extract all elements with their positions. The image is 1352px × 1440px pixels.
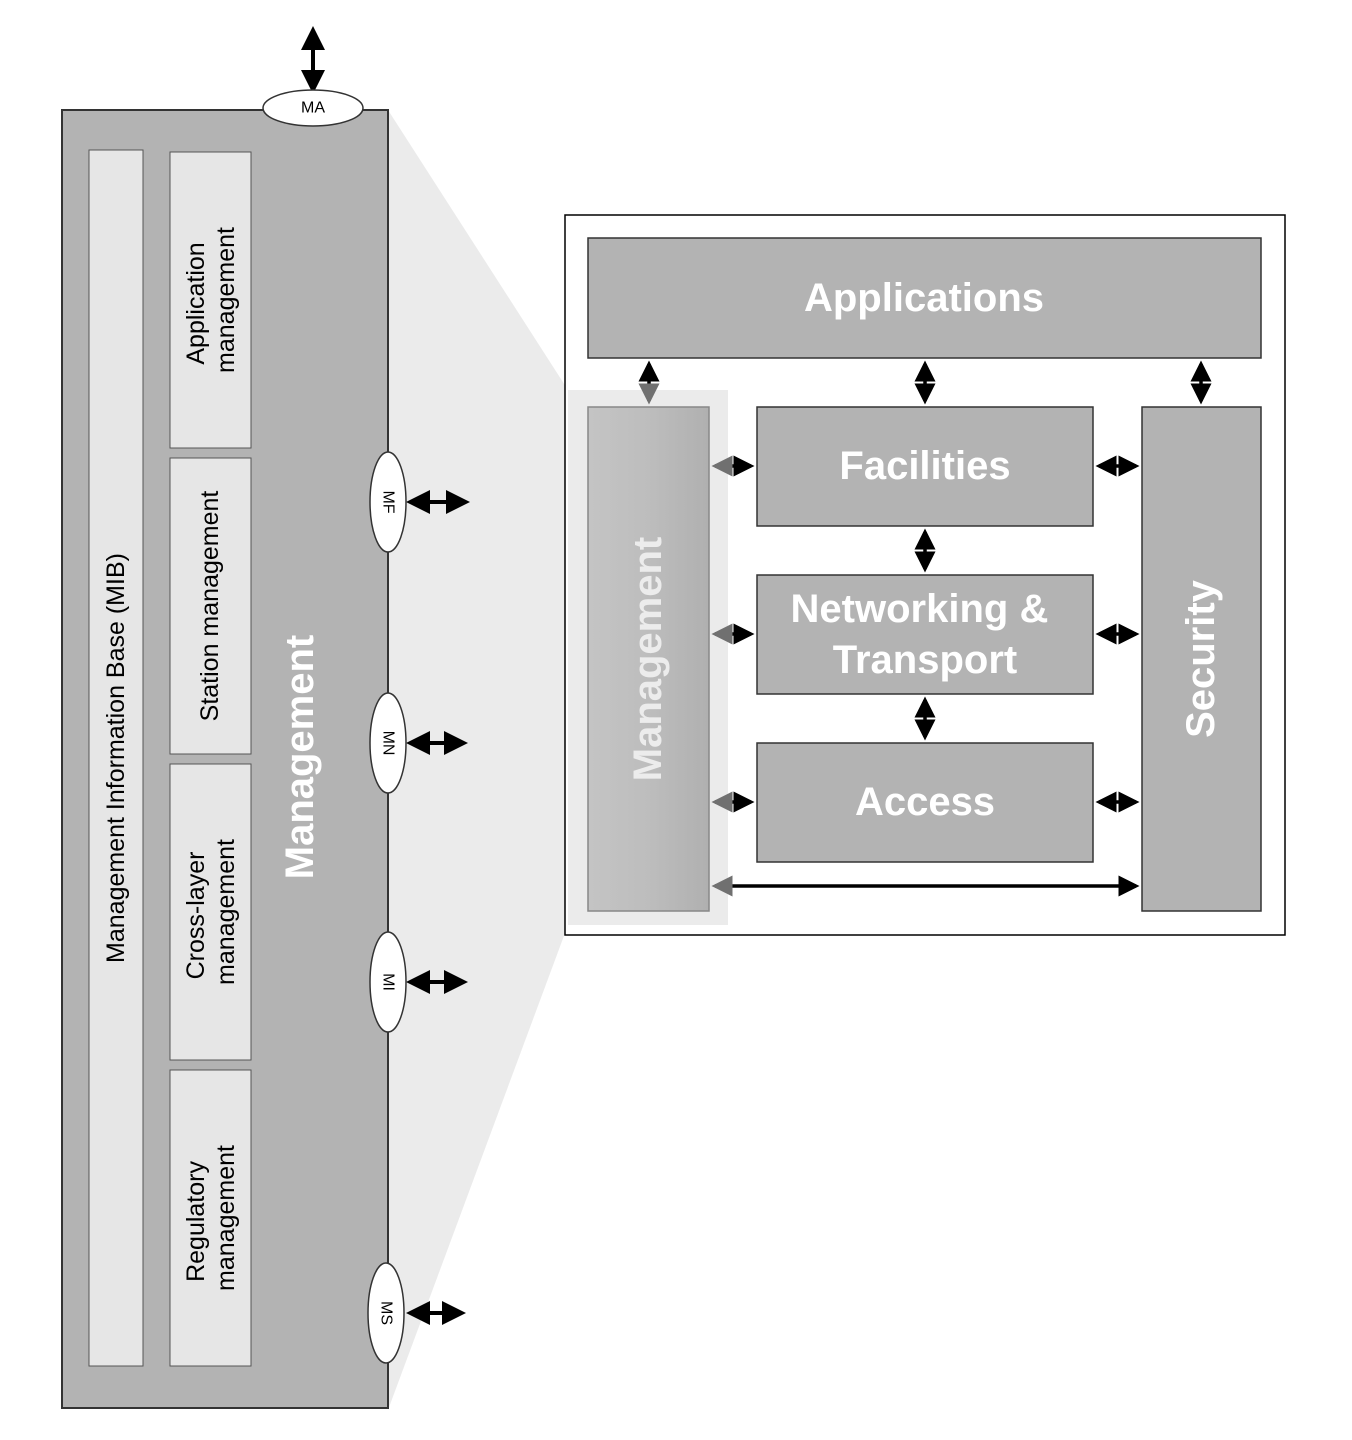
management-entity-title: Management bbox=[278, 635, 322, 880]
regulatory-management-box bbox=[169, 1069, 252, 1367]
zoom-projection bbox=[388, 110, 568, 1410]
applications-label: Applications bbox=[804, 276, 1044, 320]
access-label: Access bbox=[855, 780, 995, 824]
security-layer bbox=[1141, 406, 1262, 912]
sap-mf bbox=[369, 451, 407, 553]
station-management-box bbox=[169, 457, 252, 755]
application-management-box bbox=[169, 151, 252, 449]
cross-layer-management-box bbox=[169, 763, 252, 1061]
mib-label: Management Information Base (MIB) bbox=[102, 553, 130, 963]
networking-transport-label: Networking & Transport bbox=[791, 587, 1060, 682]
sap-mn-group: MN bbox=[369, 692, 468, 794]
facilities-label: Facilities bbox=[839, 444, 1010, 488]
cross-layer-management-label: Cross-layer management bbox=[182, 839, 240, 985]
security-layer-label: Security bbox=[1179, 579, 1223, 738]
management-layer-label: Management bbox=[626, 537, 670, 782]
application-management-label: Application management bbox=[182, 227, 240, 373]
facilities-layer bbox=[756, 406, 1094, 527]
access-layer bbox=[756, 742, 1094, 863]
sap-mi-label: MI bbox=[380, 973, 397, 991]
sap-ms-label: MS bbox=[378, 1301, 395, 1325]
sap-ma bbox=[262, 89, 364, 127]
sap-mn bbox=[369, 692, 407, 794]
regulatory-management-label: Regulatory management bbox=[182, 1145, 240, 1291]
sap-mi bbox=[369, 931, 407, 1033]
mib-box bbox=[88, 149, 144, 1367]
sap-mf-group: MF bbox=[369, 451, 470, 553]
sap-ms-group: MS bbox=[367, 1262, 466, 1364]
networking-transport-layer bbox=[756, 574, 1094, 695]
management-layer bbox=[587, 406, 710, 912]
sap-mn-label: MN bbox=[380, 731, 397, 756]
sap-mf-label: MF bbox=[380, 490, 397, 513]
sap-ms bbox=[367, 1262, 405, 1364]
sap-ma-label: MA bbox=[301, 100, 325, 117]
station-management-label: Station management bbox=[196, 491, 224, 722]
applications-layer bbox=[587, 237, 1262, 359]
sap-mi-group: MI bbox=[369, 931, 468, 1033]
